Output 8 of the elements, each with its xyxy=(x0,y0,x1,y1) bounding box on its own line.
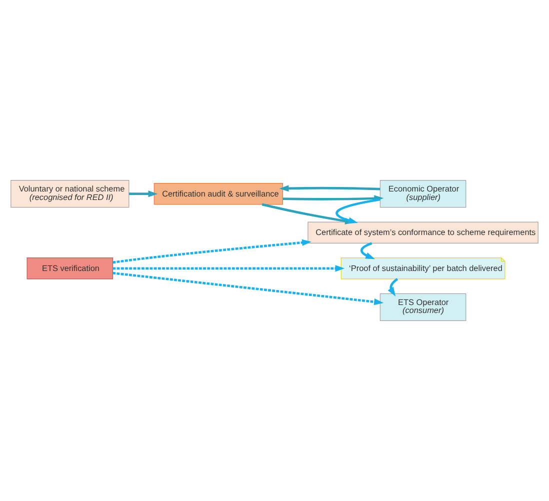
arrow xyxy=(112,239,312,264)
arrow xyxy=(279,185,380,192)
arrow xyxy=(282,195,384,202)
arrow xyxy=(128,190,158,198)
arrow xyxy=(112,265,345,272)
arrow xyxy=(360,242,376,260)
arrow xyxy=(112,272,384,306)
arrow xyxy=(388,278,398,297)
